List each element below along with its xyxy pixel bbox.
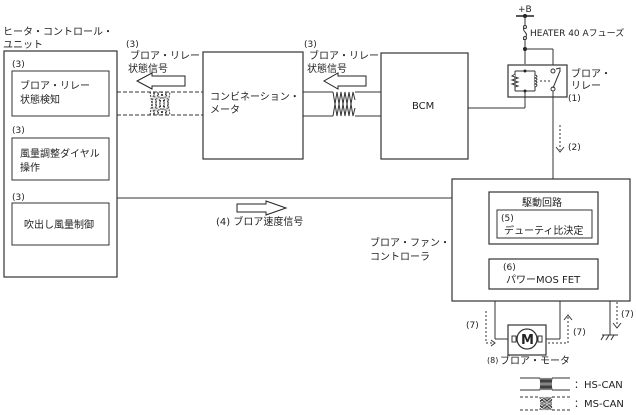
- speed-signal-label: (4) ブロア速度信号: [216, 215, 303, 228]
- block3-line1: 吹出し風量制御: [24, 218, 94, 231]
- resistor-icon: [510, 73, 520, 88]
- flow-7-left-arrow-icon: [490, 339, 496, 347]
- fan-controller-box: [451, 178, 631, 302]
- speed-signal-arrow: [236, 200, 288, 216]
- relay-line1: ブロア・: [571, 67, 611, 80]
- hvac-unit-title-2: ユニット: [3, 40, 43, 51]
- flow-7-ground-arrow-icon: [612, 322, 622, 329]
- coil-icon: [533, 74, 538, 88]
- duty-ratio-box: [496, 209, 593, 239]
- block1-line2: 状態検知: [20, 93, 60, 106]
- relay-num: (1): [568, 94, 581, 104]
- flow-2-arrow-icon: [555, 146, 565, 153]
- relay-switch-icon: [552, 70, 561, 89]
- blower-relay-box: [507, 64, 568, 98]
- power-fet-label: パワーMOS FET: [506, 274, 581, 286]
- signal-left-line2: 状態信号: [128, 62, 168, 75]
- signal-mid-line2: 状態信号: [307, 62, 347, 75]
- bcm-box: [380, 52, 469, 160]
- power-fet-num: (6): [503, 263, 516, 273]
- signal-left-num: (3): [126, 40, 139, 50]
- block2-line2: 操作: [20, 161, 40, 174]
- signal-mid-num: (3): [304, 40, 317, 50]
- duty-ratio-label: デューティ比決定: [504, 224, 583, 237]
- legend-hs-can-label: ：HS-CAN: [574, 380, 623, 391]
- motor-label: ブロア・モータ: [500, 354, 570, 367]
- blower-relay-detect-block: [11, 70, 110, 117]
- drive-circuit-box: [488, 191, 599, 245]
- legend-hs-can: ：HS-CAN: [520, 377, 623, 391]
- flow-7-right-arrow-icon: [563, 314, 573, 321]
- airflow-control-block: [11, 202, 110, 246]
- drive-circuit-title: 駆動回路: [522, 196, 562, 209]
- power-label: +B: [518, 5, 532, 15]
- motor-icon: [516, 328, 538, 350]
- fan-controller-line2: コントローラ: [370, 251, 430, 263]
- flow-7-ground-num: (7): [621, 310, 634, 320]
- legend-ms-can-label: ：MS-CAN: [574, 399, 624, 410]
- signal-mid-line1: ブロア・リレー: [309, 49, 379, 62]
- power-fet-box: [488, 258, 599, 290]
- flow-2-num: (2): [568, 143, 581, 153]
- hvac-unit-title-1: ヒータ・コントロール・: [3, 26, 113, 38]
- fuse-label: HEATER 40 Aフューズ: [530, 27, 624, 39]
- flow-7-left-num: (7): [466, 321, 479, 331]
- flow-7-right-num: (7): [573, 328, 586, 338]
- motor-num: (8): [487, 356, 498, 365]
- duty-ratio-num: (5): [501, 214, 514, 224]
- motor-symbol: M: [521, 333, 534, 348]
- combination-meter-box: [202, 51, 304, 160]
- signal-left-arrow: [135, 72, 186, 90]
- block1-num: (3): [12, 60, 25, 70]
- meter-line2: メータ: [210, 104, 240, 116]
- meter-line1: コンビネーション・: [210, 91, 300, 103]
- hvac-unit-box: [3, 50, 118, 278]
- fan-dial-block: [11, 137, 110, 181]
- block2-num: (3): [12, 126, 25, 136]
- relay-line2: リレー: [571, 81, 601, 92]
- signal-left-line1: ブロア・リレー: [130, 49, 200, 62]
- signal-mid-arrow: [322, 72, 367, 90]
- bcm-label: BCM: [412, 101, 434, 112]
- fuse-icon: [523, 25, 527, 40]
- block1-line1: ブロア・リレー: [20, 79, 90, 92]
- fan-controller-line1: ブロア・ファン・: [370, 236, 450, 249]
- legend-ms-can: ：MS-CAN: [520, 396, 624, 411]
- ms-can-twist: [149, 91, 171, 116]
- hs-can-twist: [332, 91, 356, 117]
- block3-num: (3): [12, 193, 25, 203]
- block2-line1: 風量調整ダイヤル: [20, 147, 100, 160]
